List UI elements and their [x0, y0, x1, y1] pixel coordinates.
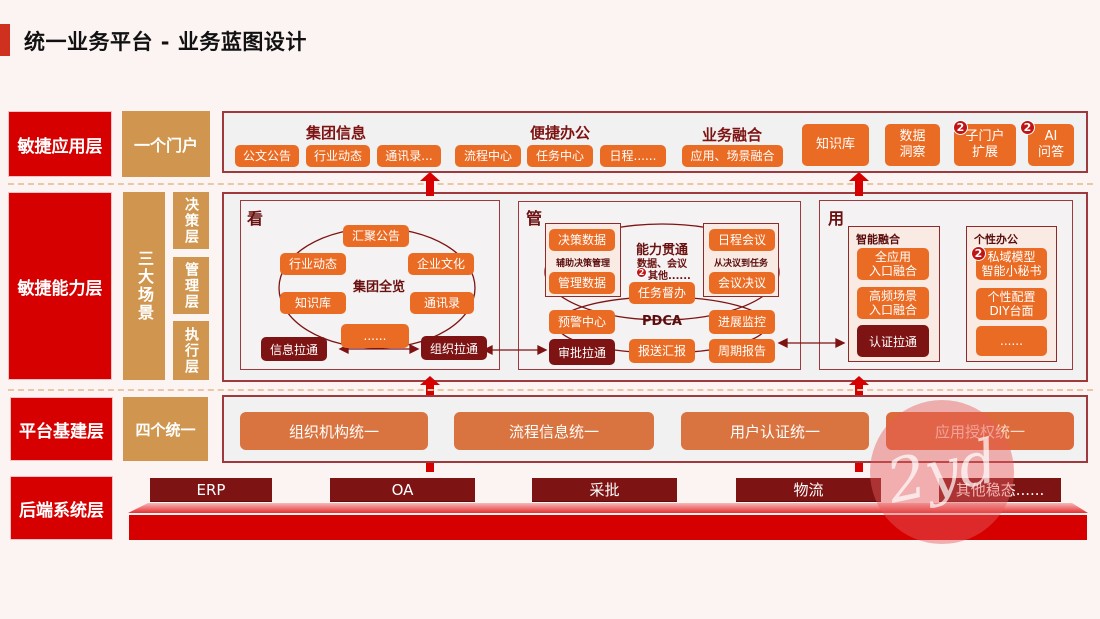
- look-item-announcements[interactable]: 汇聚公告: [343, 225, 409, 247]
- unified-app-auth[interactable]: 应用授权统一: [886, 412, 1074, 450]
- three-scenes-label: 三大场景: [123, 192, 165, 380]
- manage-title: 管: [526, 209, 543, 228]
- four-unified-label: 四个统一: [123, 397, 208, 461]
- private-model-line2: 智能小秘书: [981, 264, 1042, 278]
- look-center-label: 集团全览: [352, 280, 405, 295]
- page-title: 统一业务平台 - 业务蓝图设计: [24, 30, 307, 54]
- app-item-app-scene-fusion[interactable]: 应用、场景融合: [682, 145, 783, 167]
- tile-ai-qa-line1: AI: [1044, 129, 1058, 145]
- tier-execution: 执行层: [173, 321, 209, 380]
- badge-sub-portal: 2: [953, 120, 968, 135]
- tier-decision: 决策层: [173, 192, 209, 249]
- backend-erp[interactable]: ERP: [150, 478, 272, 502]
- tile-data-insight-line2: 洞察: [899, 145, 926, 160]
- group-title-group-info: 集团信息: [305, 124, 366, 142]
- tile-data-insight-line1: 数据: [899, 129, 926, 145]
- capability-badge: 2: [636, 267, 647, 278]
- unified-org[interactable]: 组织机构统一: [240, 412, 428, 450]
- look-item-industry[interactable]: 行业动态: [280, 253, 346, 275]
- app-item-schedule[interactable]: 日程......: [600, 145, 666, 167]
- watermark-logo: 2yd: [870, 400, 1014, 544]
- smart-fusion-title: 智能融合: [856, 233, 900, 246]
- app-item-contacts[interactable]: 通讯录...: [377, 145, 441, 167]
- title-accent-bar: [0, 24, 10, 56]
- tile-sub-portal-line2: 扩展: [971, 145, 998, 160]
- task-supervision[interactable]: 任务督办: [629, 282, 695, 304]
- tile-ai-qa-line2: 问答: [1037, 145, 1064, 160]
- private-model-badge: 2: [971, 246, 986, 261]
- layer-label-capability: 敏捷能力层: [8, 192, 112, 380]
- all-app-entry[interactable]: 全应用 入口融合: [857, 248, 929, 280]
- high-freq-entry[interactable]: 高频场景 入口融合: [857, 287, 929, 319]
- look-title: 看: [247, 209, 264, 228]
- tier-management: 管理层: [173, 257, 209, 314]
- use-title: 用: [828, 209, 845, 228]
- decision-data[interactable]: 决策数据: [549, 229, 615, 251]
- decision-caption: 辅助决策管理: [555, 259, 610, 269]
- schedule-meeting[interactable]: 日程会议: [709, 229, 775, 251]
- app-item-announcements[interactable]: 公文公告: [235, 145, 299, 167]
- look-item-contacts[interactable]: 通讯录: [410, 292, 474, 314]
- capability-through-title: 能力贯通: [635, 243, 688, 258]
- meeting-resolution[interactable]: 会议决议: [709, 272, 775, 294]
- meeting-caption: 从决议到任务: [713, 259, 768, 269]
- tile-knowledge-base[interactable]: 知识库: [802, 124, 869, 166]
- info-link-button[interactable]: 信息拉通: [261, 337, 327, 361]
- pdca-label: PDCA: [642, 314, 682, 329]
- personal-more[interactable]: ......: [976, 326, 1047, 356]
- group-title-office: 便捷办公: [529, 124, 590, 142]
- layer-label-backend: 后端系统层: [10, 476, 113, 540]
- personal-config[interactable]: 个性配置 DIY台面: [976, 288, 1047, 320]
- high-freq-entry-line1: 高频场景: [868, 288, 917, 303]
- approval-link-button[interactable]: 审批拉通: [549, 339, 615, 365]
- periodic-report[interactable]: 周期报告: [709, 339, 775, 363]
- all-app-entry-line2: 入口融合: [868, 264, 917, 278]
- app-item-task-center[interactable]: 任务中心: [527, 145, 593, 167]
- high-freq-entry-line2: 入口融合: [868, 303, 917, 317]
- backend-procurement[interactable]: 采批: [532, 478, 677, 502]
- personal-office-title: 个性办公: [974, 233, 1018, 246]
- look-item-knowledge[interactable]: 知识库: [280, 292, 346, 314]
- warning-center[interactable]: 预警中心: [549, 310, 615, 334]
- private-model[interactable]: 私域模型 智能小秘书: [976, 248, 1047, 280]
- unified-process[interactable]: 流程信息统一: [454, 412, 654, 450]
- submit-report[interactable]: 报送汇报: [629, 339, 695, 363]
- auth-link-button[interactable]: 认证拉通: [857, 325, 929, 357]
- layer-label-platform: 平台基建层: [10, 397, 113, 461]
- layer-divider: [8, 389, 1093, 391]
- layer-label-app: 敏捷应用层: [8, 111, 112, 177]
- look-item-culture[interactable]: 企业文化: [408, 253, 474, 275]
- progress-monitor[interactable]: 进展监控: [709, 310, 775, 334]
- unified-user-auth[interactable]: 用户认证统一: [681, 412, 869, 450]
- tile-data-insight[interactable]: 数据 洞察: [885, 124, 940, 166]
- backend-oa[interactable]: OA: [330, 478, 475, 502]
- backend-other[interactable]: 其他稳态......: [939, 478, 1061, 502]
- personal-config-line1: 个性配置: [987, 289, 1036, 304]
- layer-divider: [8, 183, 1093, 185]
- management-data[interactable]: 管理数据: [549, 272, 615, 294]
- private-model-line1: 私域模型: [987, 249, 1036, 264]
- capability-sub1: 数据、会议: [637, 259, 687, 270]
- group-title-business-fusion: 业务融合: [701, 126, 762, 144]
- all-app-entry-line1: 全应用: [874, 249, 911, 264]
- portal-label: 一个门户: [122, 111, 210, 177]
- capability-sub2: 其他......: [648, 271, 691, 282]
- badge-ai-qa: 2: [1020, 120, 1035, 135]
- watermark-text: 2yd: [880, 426, 1004, 518]
- backend-logistics[interactable]: 物流: [736, 478, 881, 502]
- tile-ai-qa[interactable]: AI 问答: [1028, 124, 1074, 166]
- tile-sub-portal-line1: 子门户: [965, 129, 1005, 145]
- app-item-process-center[interactable]: 流程中心: [455, 145, 521, 167]
- app-item-industry-news[interactable]: 行业动态: [306, 145, 370, 167]
- org-link-button[interactable]: 组织拉通: [421, 336, 487, 360]
- personal-config-line2: DIY台面: [989, 304, 1034, 318]
- look-item-more[interactable]: ......: [341, 324, 409, 348]
